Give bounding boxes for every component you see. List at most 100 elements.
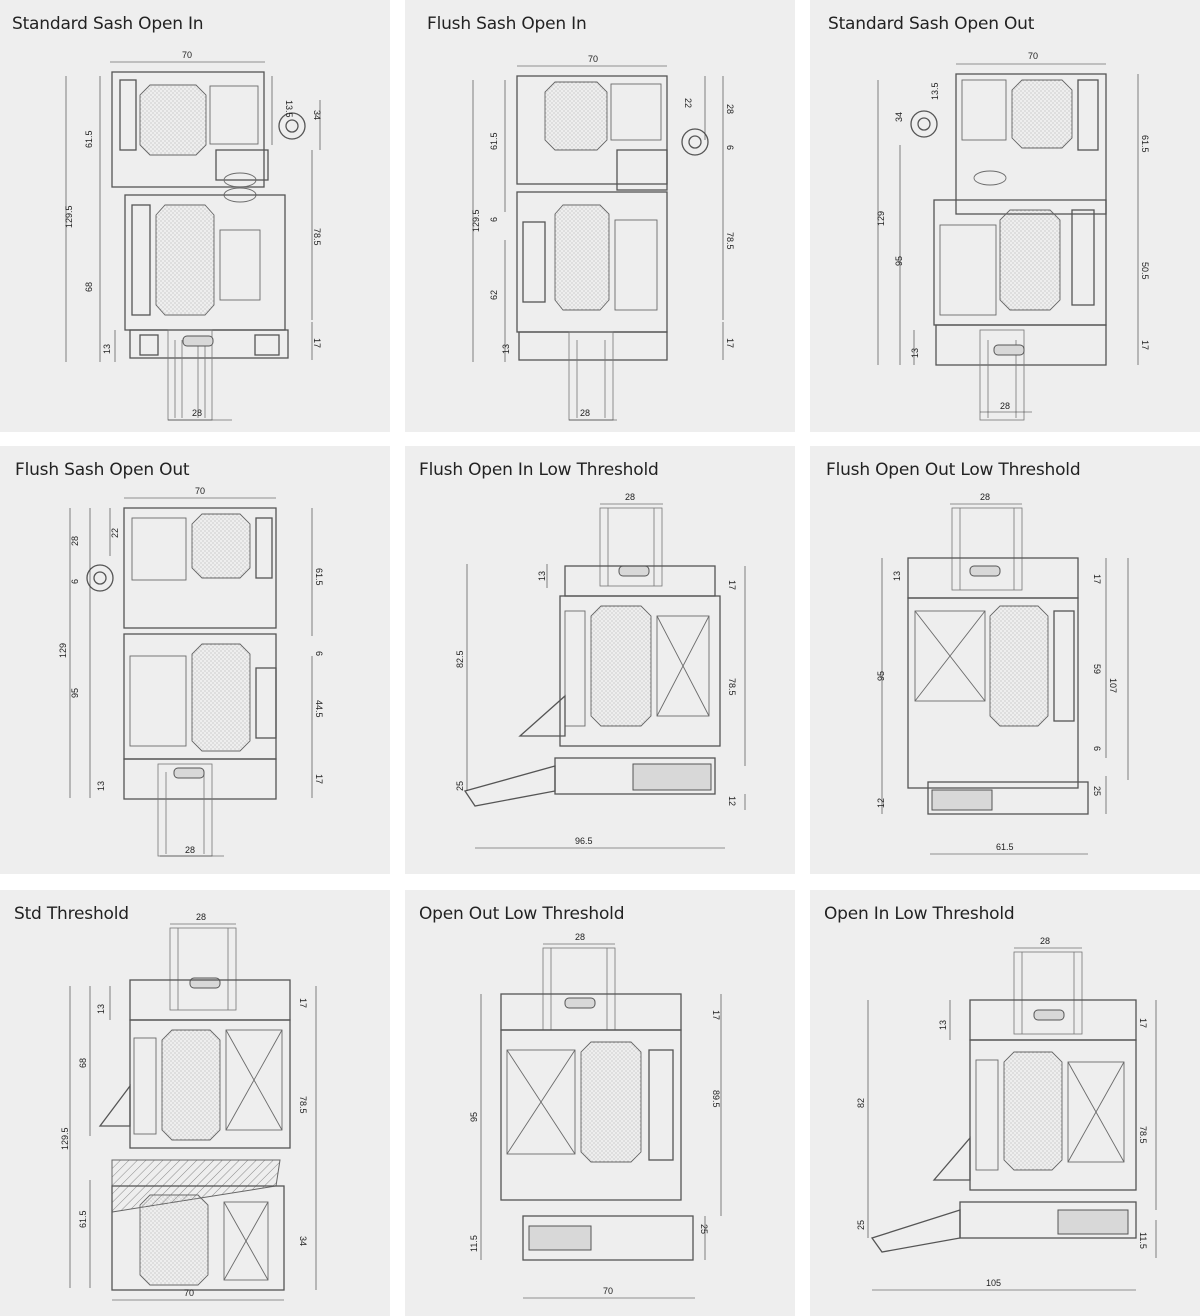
dim-b: 17 [298,998,308,1008]
panel-flush-sash-open-out: Flush Sash Open Out 70 28 22 6 129 95 13… [0,446,390,874]
dim-c: 95 [876,671,886,681]
dim-i: 44.5 [314,700,324,718]
dim-a: 17 [711,1010,721,1020]
dim-bottom: 61.5 [996,842,1014,852]
dim-c: 6 [70,579,80,584]
section-drawing: 70 28 22 6 129 95 13 61.5 6 44.5 17 28 [58,486,324,857]
panel-std-threshold: Std Threshold 28 13 68 129.5 61.5 17 78 [0,890,390,1316]
dim-g: 50.5 [1140,262,1150,280]
dim-c: 68 [78,1058,88,1068]
dim-e: 25 [856,1220,866,1230]
dim-d: 78.5 [1138,1126,1148,1144]
dim-a: 13.5 [284,100,294,118]
section-drawing: 28 13 95 12 17 59 107 6 25 61.5 [876,492,1129,855]
section-drawing: 70 61.5 129.5 68 13 [64,50,322,421]
dim-d: 129.5 [60,1127,70,1150]
dim-top: 28 [625,492,635,502]
dim-f: 6 [1092,746,1102,751]
dim-top: 70 [1028,51,1038,61]
dim-b: 34 [894,112,904,122]
dim-e: 129.5 [471,209,481,232]
panel-title: Flush Open In Low Threshold [419,460,659,480]
dim-f: 11.5 [1138,1232,1148,1249]
dim-g: 13 [501,344,511,354]
dim-e: 95 [70,688,80,698]
panel-standard-sash-open-in: Standard Sash Open In 70 [0,0,390,432]
dim-b: 17 [1092,574,1102,584]
dim-top: 28 [575,932,585,942]
panel-title: Flush Sash Open In [427,14,587,34]
dim-e: 11.5 [469,1235,479,1252]
dim-a: 13 [892,571,902,581]
panel-flush-open-in-low-threshold: Flush Open In Low Threshold 28 13 82.5 2… [405,446,795,874]
dim-top: 70 [182,50,192,60]
dim-d: 129 [58,643,68,658]
dim-c: 61.5 [1140,135,1150,153]
dim-e: 68 [84,282,94,292]
dim-c: 82.5 [455,650,465,668]
panel-standard-sash-open-out: Standard Sash Open Out 70 13.5 34 129 95… [810,0,1200,432]
dim-b: 17 [727,580,737,590]
dim-f: 13 [910,348,920,358]
dim-bottom: 105 [986,1278,1001,1288]
dim-a: 13 [938,1020,948,1030]
dim-bottom: 70 [603,1286,613,1296]
dim-g: 12 [876,798,886,808]
dim-bottom: 28 [1000,401,1010,411]
dim-f: 62 [489,290,499,300]
dim-j: 17 [725,338,735,348]
dim-d: 25 [699,1224,709,1234]
dim-h: 78.5 [725,232,735,250]
dim-bottom: 28 [192,408,202,418]
dim-top: 70 [588,54,598,64]
dim-c: 61.5 [489,132,499,150]
dim-i: 6 [725,145,735,150]
dim-d: 129.5 [64,205,74,228]
panel-flush-sash-open-in: Flush Sash Open In 70 61.5 6 129.5 62 13… [405,0,795,432]
panel-title: Standard Sash Open Out [828,14,1035,34]
dim-a: 28 [70,536,80,546]
dim-b: 17 [1138,1018,1148,1028]
section-drawing: 28 13 82 25 17 78.5 11.5 105 [856,936,1157,1291]
dim-a: 13 [537,571,547,581]
dim-top: 28 [980,492,990,502]
panel-title: Std Threshold [14,904,129,924]
section-drawing: 28 13 68 129.5 61.5 17 78.5 34 70 [60,912,317,1301]
dim-top: 28 [196,912,206,922]
dim-top: 28 [1040,936,1050,946]
dim-b: 95 [469,1112,479,1122]
dim-f: 13 [102,344,112,354]
panel-title: Flush Open Out Low Threshold [826,460,1081,480]
panel-title: Flush Sash Open Out [15,460,190,480]
dim-d: 59 [1092,664,1102,674]
dim-e: 25 [455,781,465,791]
dim-e: 107 [1108,678,1118,693]
dim-bottom: 96.5 [575,836,593,846]
dim-a: 13.5 [930,82,940,100]
panel-flush-open-out-low-threshold: Flush Open Out Low Threshold 28 13 95 12… [810,446,1200,874]
panel-title: Open In Low Threshold [824,904,1015,924]
dim-e: 78.5 [298,1096,308,1114]
dim-h: 6 [314,651,324,656]
dim-e: 95 [894,256,904,266]
dim-top: 70 [195,486,205,496]
dim-bottom: 28 [580,408,590,418]
section-drawing: 70 61.5 6 129.5 62 13 22 28 78.5 6 17 28 [471,54,735,421]
panel-title: Standard Sash Open In [12,14,204,34]
dim-h: 25 [1092,786,1102,796]
dim-g: 34 [298,1236,308,1246]
dim-f: 12 [727,796,737,806]
panel-title: Open Out Low Threshold [419,904,625,924]
dim-f: 61.5 [78,1210,88,1228]
dim-d: 129 [876,211,886,226]
dim-b: 22 [110,528,120,538]
dim-bottom: 28 [185,845,195,855]
section-drawing: 28 95 11.5 17 89.5 25 70 [469,932,722,1299]
section-drawing: 70 13.5 34 129 95 13 61.5 50.5 17 28 [876,51,1150,421]
dim-d: 6 [489,217,499,222]
dim-b: 28 [725,104,735,114]
dim-h: 17 [312,338,322,348]
dim-j: 17 [314,774,324,784]
panel-open-in-low-threshold: Open In Low Threshold 28 13 82 25 17 78.… [810,890,1200,1316]
section-drawing: 28 13 82.5 25 17 78.5 12 96.5 [455,492,746,849]
